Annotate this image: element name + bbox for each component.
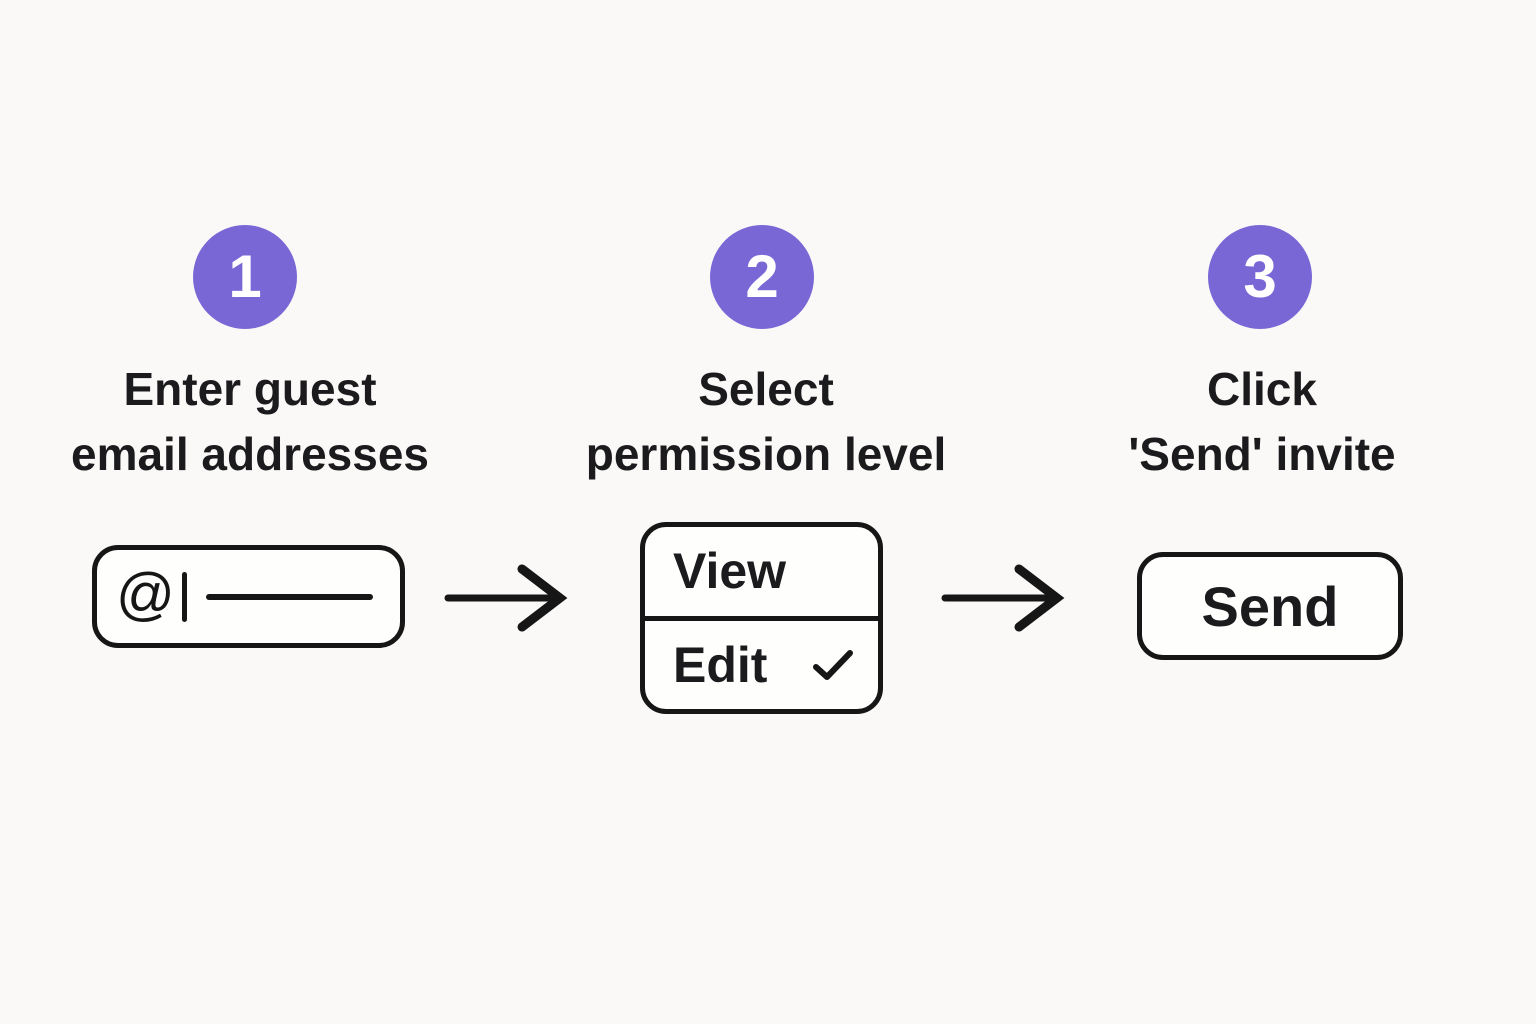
checkmark-icon xyxy=(813,649,853,680)
dropdown-option-edit-label: Edit xyxy=(673,636,768,693)
send-button[interactable]: Send xyxy=(1137,552,1403,660)
step-3-number: 3 xyxy=(1243,243,1277,310)
guest-email-input[interactable]: @ xyxy=(92,545,405,648)
text-cursor-icon xyxy=(181,571,187,622)
at-symbol-icon: @ xyxy=(116,561,175,627)
arrow-right-icon xyxy=(941,564,1065,632)
step-1-title: Enter guest email addresses xyxy=(0,357,525,487)
step-2-number: 2 xyxy=(745,243,779,310)
dropdown-option-view[interactable]: View xyxy=(645,527,878,616)
step-3-title-line1: Click xyxy=(1207,363,1317,415)
step-3-title: Click 'Send' invite xyxy=(987,357,1536,487)
arrow-right-icon xyxy=(444,564,568,632)
dropdown-option-edit[interactable]: Edit xyxy=(645,621,878,710)
step-2-title-line2: permission level xyxy=(585,428,947,480)
step-3-title-line2: 'Send' invite xyxy=(1128,428,1396,480)
placeholder-line xyxy=(205,593,373,600)
send-button-label: Send xyxy=(1201,574,1339,638)
step-2-title: Select permission level xyxy=(491,357,1041,487)
dropdown-option-view-label: View xyxy=(673,543,787,600)
step-3-badge: 3 xyxy=(1208,225,1312,329)
step-1-title-line2: email addresses xyxy=(70,428,429,480)
dropdown-divider xyxy=(645,615,878,621)
step-1-number: 1 xyxy=(228,243,262,310)
step-2-badge: 2 xyxy=(710,225,814,329)
step-1-badge: 1 xyxy=(193,225,297,329)
permission-dropdown: View Edit xyxy=(640,522,883,714)
step-2-title-line1: Select xyxy=(698,363,834,415)
step-1-title-line1: Enter guest xyxy=(123,363,377,415)
